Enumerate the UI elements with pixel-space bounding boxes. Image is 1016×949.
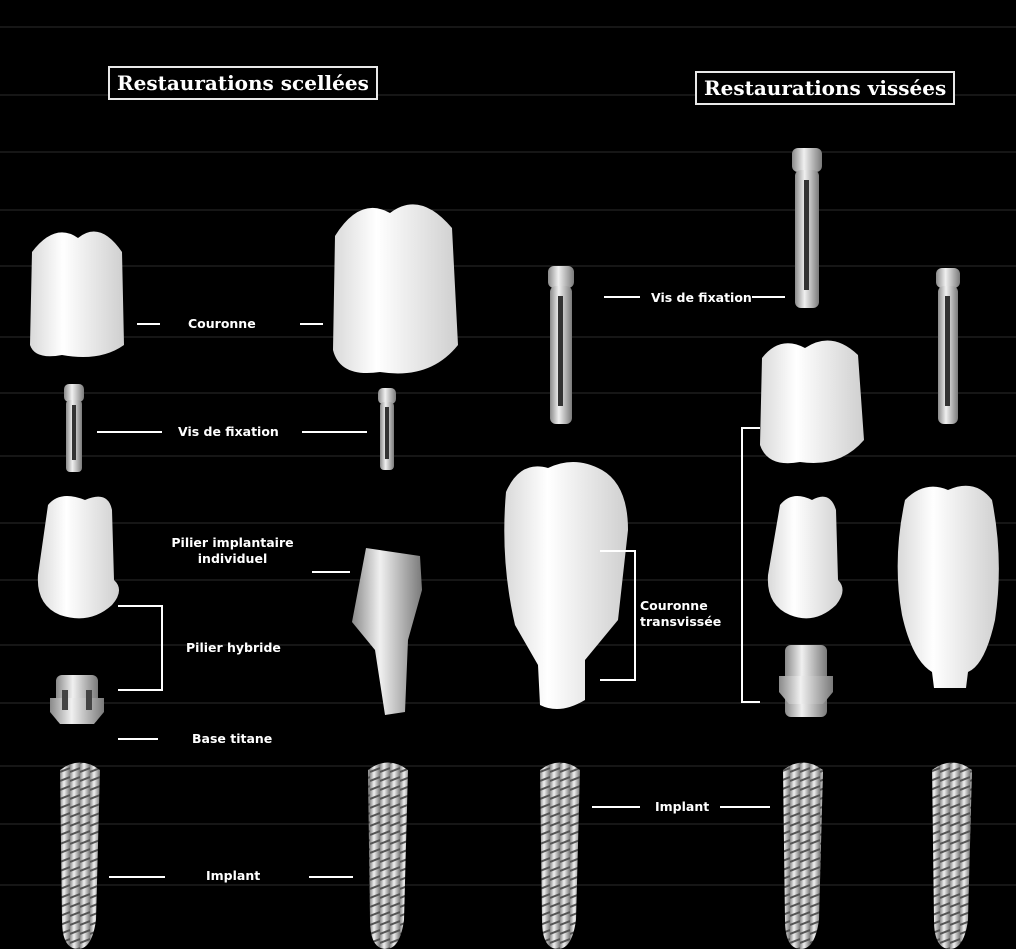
implant-shape-2	[368, 763, 408, 949]
crown-shape-4	[898, 486, 999, 688]
screw-shape-3	[792, 148, 822, 308]
screw-shape-2	[378, 388, 396, 470]
label-couronne-transvissee-line1: Couronne	[640, 598, 721, 614]
hybrid-abutment-shape-2	[768, 496, 843, 618]
label-pilier-hybride: Pilier hybride	[186, 640, 281, 656]
crown-shape-2	[333, 204, 458, 373]
implant-shape-4	[783, 763, 823, 949]
screwed-crown-shape	[504, 462, 628, 709]
implant-shape-1	[60, 763, 100, 949]
implant-shape-5	[932, 763, 972, 949]
screw-shape-4	[548, 266, 574, 424]
label-pilier-line1: Pilier implantaire	[160, 535, 305, 551]
titanium-base-shape	[50, 675, 104, 724]
label-couronne: Couronne	[188, 316, 256, 332]
crown-shape-3	[760, 340, 864, 463]
label-implant-left: Implant	[206, 868, 260, 884]
label-vis-de-fixation-left: Vis de fixation	[178, 424, 279, 440]
label-vis-de-fixation-right: Vis de fixation	[651, 290, 752, 306]
label-pilier-implantaire-individuel: Pilier implantaire individuel	[160, 535, 305, 567]
label-implant-right: Implant	[655, 799, 709, 815]
screw-shape-1	[64, 384, 84, 472]
label-base-titane: Base titane	[192, 731, 272, 747]
implant-shape-3	[540, 763, 580, 949]
heading-screwed-restorations: Restaurations vissées	[695, 71, 955, 105]
titanium-base-shape-2	[779, 645, 833, 717]
leader-lines	[97, 297, 785, 877]
crown-shape-1	[30, 232, 124, 358]
heading-sealed-restorations: Restaurations scellées	[108, 66, 378, 100]
screw-shape-5	[936, 268, 960, 424]
hybrid-abutment-shape	[38, 496, 119, 618]
label-pilier-line2: individuel	[160, 551, 305, 567]
individual-abutment-shape	[352, 548, 422, 715]
label-couronne-transvissee-line2: transvissée	[640, 614, 721, 630]
scan-lines	[0, 27, 1016, 885]
label-couronne-transvissee: Couronne transvissée	[640, 598, 721, 630]
